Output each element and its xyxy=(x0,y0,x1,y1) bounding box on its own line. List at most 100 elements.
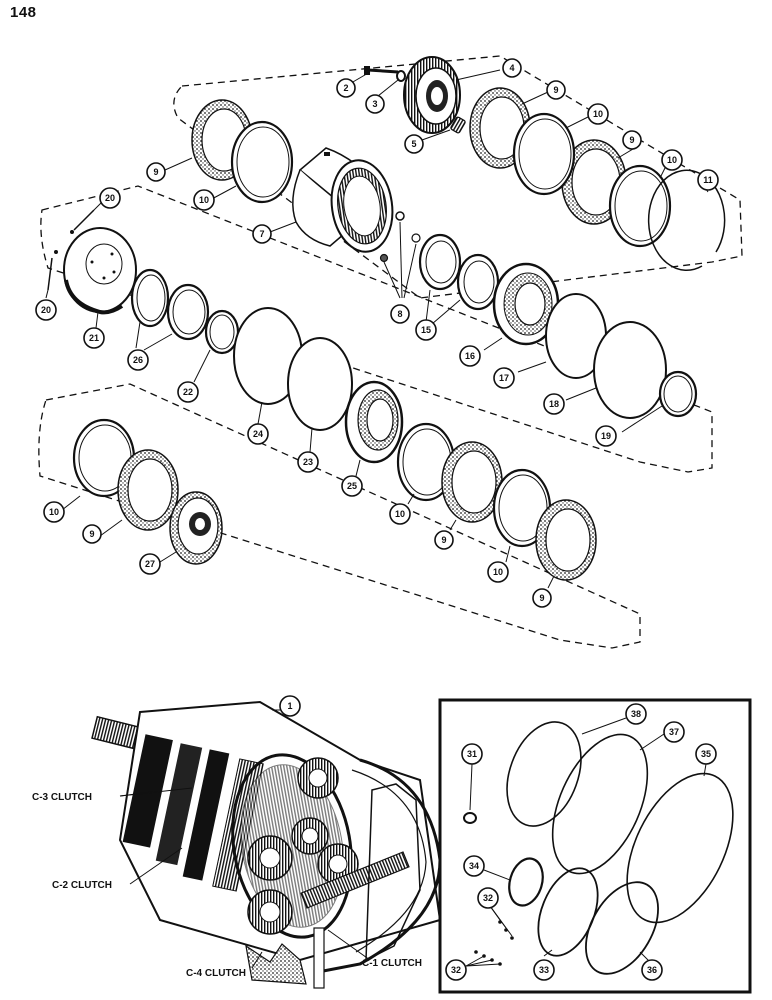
svg-text:10: 10 xyxy=(199,195,209,205)
svg-text:18: 18 xyxy=(549,399,559,409)
part-22-ring xyxy=(193,309,240,383)
callout-2: 2 xyxy=(336,78,356,98)
callout-9: 9 xyxy=(532,588,552,608)
callout-26: 26 xyxy=(127,349,149,371)
callout-7: 7 xyxy=(252,224,272,244)
svg-text:31: 31 xyxy=(467,749,477,759)
svg-text:37: 37 xyxy=(669,727,679,737)
part-7-clutch-drum xyxy=(269,147,394,253)
callout-15: 15 xyxy=(415,319,437,341)
part-10-plate xyxy=(512,112,591,196)
callout-24: 24 xyxy=(247,423,269,445)
svg-text:17: 17 xyxy=(499,373,509,383)
part-4-hub-gear xyxy=(403,56,501,134)
svg-text:9: 9 xyxy=(553,85,558,95)
callout-10: 10 xyxy=(389,503,411,525)
part-10-plate xyxy=(396,422,456,505)
callout-33: 33 xyxy=(533,959,555,981)
svg-text:20: 20 xyxy=(105,193,115,203)
svg-text:36: 36 xyxy=(647,965,657,975)
part-3-washer xyxy=(377,70,406,97)
svg-text:27: 27 xyxy=(145,559,155,569)
callout-16: 16 xyxy=(459,345,481,367)
svg-text:34: 34 xyxy=(469,861,479,871)
callout-10: 10 xyxy=(487,561,509,583)
label-c1-clutch: C-1 CLUTCH xyxy=(362,958,422,969)
svg-text:10: 10 xyxy=(49,507,59,517)
part-10-plate xyxy=(209,120,294,204)
callout-9: 9 xyxy=(146,162,166,182)
label-c2-clutch: C-2 CLUTCH xyxy=(52,880,112,891)
group-outline-top xyxy=(173,55,743,299)
part-20-pin xyxy=(45,250,58,299)
part-18-seal-ring xyxy=(565,321,667,419)
svg-text:11: 11 xyxy=(703,175,713,185)
part-26-seal xyxy=(130,268,170,349)
transmission-assembly-cutaway xyxy=(91,700,442,989)
part-32-dots xyxy=(474,920,514,966)
callout-20: 20 xyxy=(35,299,57,321)
part-19-seal xyxy=(621,370,698,433)
callout-9: 9 xyxy=(82,524,102,544)
callout-17: 17 xyxy=(493,367,515,389)
svg-text:7: 7 xyxy=(259,229,264,239)
callout-9: 9 xyxy=(546,80,566,100)
callout-31: 31 xyxy=(461,743,483,765)
callout-10: 10 xyxy=(43,501,65,523)
svg-text:38: 38 xyxy=(631,709,641,719)
callout-3: 3 xyxy=(365,94,385,114)
svg-text:35: 35 xyxy=(701,749,711,759)
part-27-clutch-hub xyxy=(159,491,223,565)
svg-text:32: 32 xyxy=(483,893,493,903)
label-c3-clutch: C-3 CLUTCH xyxy=(32,792,92,803)
part-16-piston xyxy=(483,262,560,351)
svg-text:22: 22 xyxy=(183,387,193,397)
callout-37: 37 xyxy=(663,721,685,743)
callout-20: 20 xyxy=(99,187,121,209)
part-9-friction-disc xyxy=(99,449,179,537)
svg-text:19: 19 xyxy=(601,431,611,441)
svg-text:10: 10 xyxy=(593,109,603,119)
callout-10: 10 xyxy=(587,103,609,125)
part-5-pin xyxy=(421,116,466,141)
svg-text:20: 20 xyxy=(41,305,51,315)
callout-5: 5 xyxy=(404,134,424,154)
callout-18: 18 xyxy=(543,393,565,415)
part-8-check-balls xyxy=(379,211,421,299)
callout-23: 23 xyxy=(297,451,319,473)
svg-text:16: 16 xyxy=(465,351,475,361)
svg-text:26: 26 xyxy=(133,355,143,365)
callout-27: 27 xyxy=(139,553,161,575)
callout-34: 34 xyxy=(463,855,485,877)
callout-35: 35 xyxy=(695,743,717,765)
callout-38: 38 xyxy=(625,703,647,725)
svg-text:10: 10 xyxy=(395,509,405,519)
part-15-seal xyxy=(431,253,500,325)
part-26-seal xyxy=(143,283,210,351)
svg-text:10: 10 xyxy=(493,567,503,577)
page-number: 148 xyxy=(10,4,37,21)
svg-text:23: 23 xyxy=(303,457,313,467)
part-9-friction-disc xyxy=(535,499,597,589)
callout-22: 22 xyxy=(177,381,199,403)
svg-text:9: 9 xyxy=(539,593,544,603)
svg-text:32: 32 xyxy=(451,965,461,975)
svg-text:2: 2 xyxy=(343,83,348,93)
part-21-piston xyxy=(63,227,137,329)
callout-36: 36 xyxy=(641,959,663,981)
callout-25: 25 xyxy=(341,475,363,497)
group-outline-middle xyxy=(40,185,713,473)
label-c4-clutch: C-4 CLUTCH xyxy=(186,968,246,979)
svg-text:9: 9 xyxy=(441,535,446,545)
part-15-seal xyxy=(418,233,462,323)
svg-text:24: 24 xyxy=(253,429,263,439)
svg-text:3: 3 xyxy=(372,99,377,109)
callout-19: 19 xyxy=(595,425,617,447)
svg-text:4: 4 xyxy=(509,63,514,73)
part-24-seal-ring xyxy=(233,307,303,425)
callout-21: 21 xyxy=(83,327,105,349)
callout-1: 1 xyxy=(279,695,301,717)
callout-32: 32 xyxy=(445,959,467,981)
callout-9: 9 xyxy=(622,130,642,150)
part-9-friction-disc xyxy=(441,441,503,531)
